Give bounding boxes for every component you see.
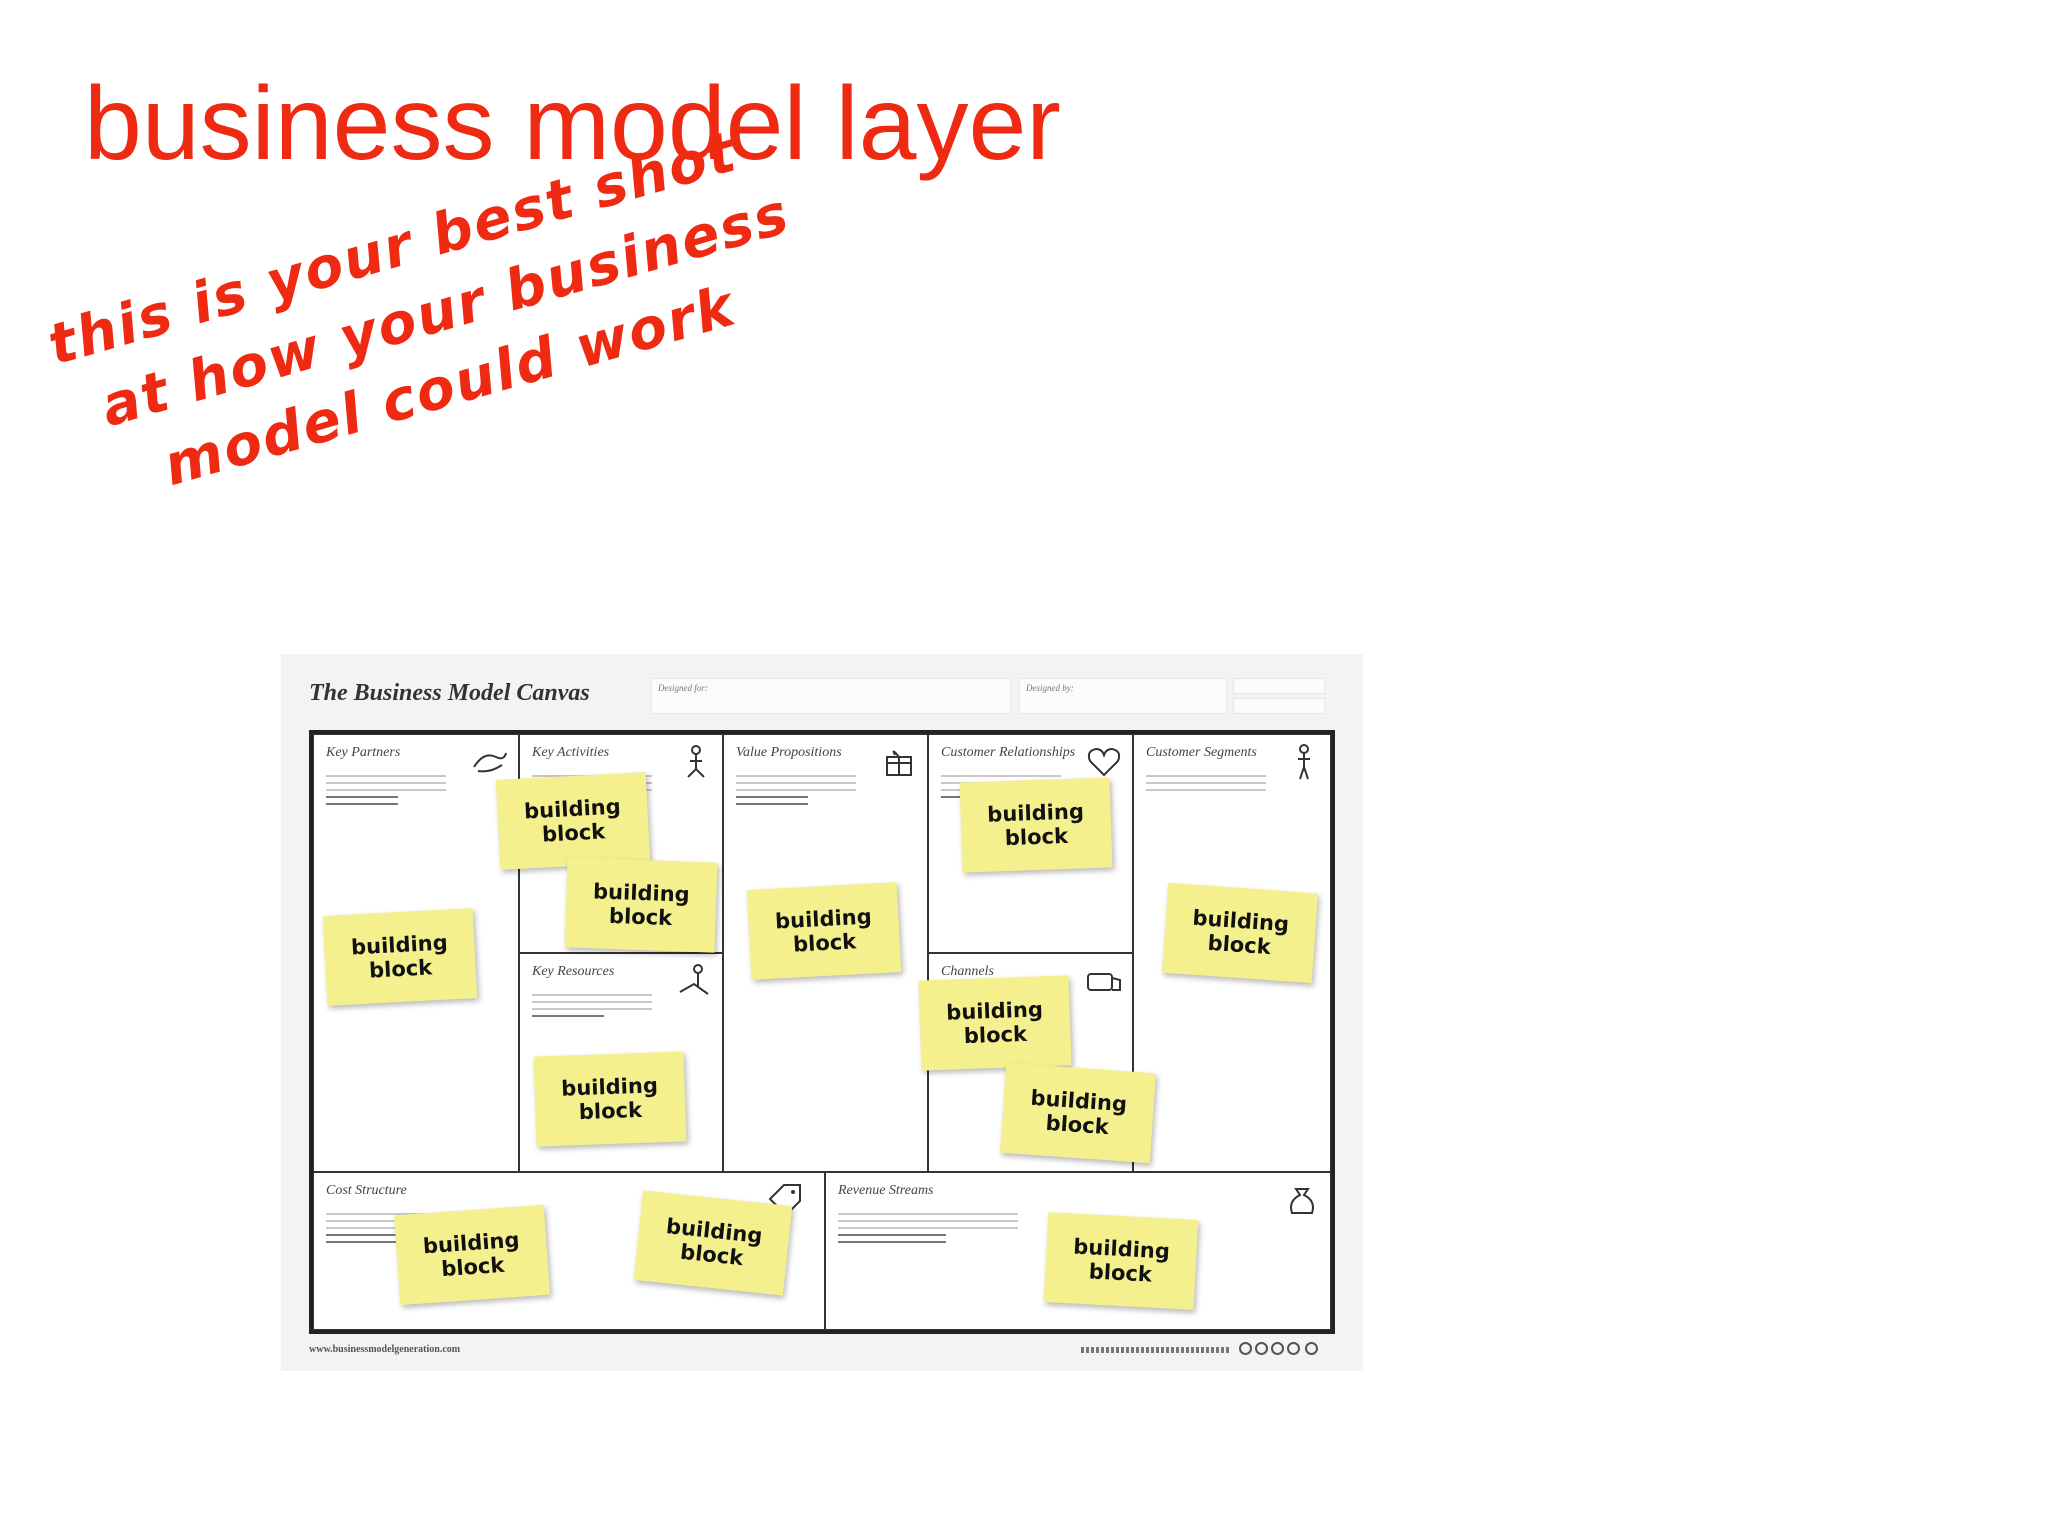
business-model-canvas-image: The Business Model Canvas Designed for: … [281,654,1363,1371]
key-partners-block: Key Partners [313,734,519,1172]
sticky-note: building block [918,975,1072,1071]
block-label: Value Propositions [736,745,842,760]
value-propositions-block: Value Propositions [723,734,928,1172]
designed-for-field: Designed for: [651,678,1011,714]
block-label: Cost Structure [326,1183,407,1198]
cost-structure-block: Cost Structure [313,1172,825,1330]
slide-title: business model layer [84,66,1061,182]
sticky-note: building block [1043,1212,1199,1310]
block-label: Customer Segments [1146,745,1257,760]
block-label: Revenue Streams [838,1183,934,1198]
factory-worker-icon [679,964,709,995]
sticky-note: building block [746,882,902,980]
gift-icon [886,750,912,776]
block-label: Customer Relationships [941,745,1076,760]
sticky-note: building block [322,908,478,1006]
sticky-note: building block [1000,1062,1156,1164]
cc-by-icon [1255,1342,1268,1355]
sticky-note: building block [394,1204,550,1306]
sticky-note: building block [633,1190,793,1296]
cc-license-icon [1239,1342,1252,1355]
license-text [1081,1347,1231,1353]
block-label: Key Activities [532,745,610,760]
block-label: Key Resources [532,964,615,979]
revenue-streams-block: Revenue Streams [825,1172,1331,1330]
sticky-note: building block [533,1051,687,1147]
person-icon [1298,744,1310,780]
sticky-note: building block [959,777,1113,873]
key-resources-block: Key Resources [519,953,723,1172]
canvas-title: The Business Model Canvas [309,680,590,706]
sticky-note: building block [495,772,651,870]
block-label: Key Partners [326,745,401,760]
cc-icon [1305,1342,1318,1355]
sticky-note: building block [564,857,718,953]
designed-by-field: Designed by: [1019,678,1227,714]
iteration-field [1233,698,1325,714]
money-bag-icon [1290,1188,1314,1214]
cc-nc-icon [1287,1342,1300,1355]
sticky-note: building block [1162,882,1318,984]
truck-icon [1087,973,1121,991]
customer-segments-block: Customer Segments [1133,734,1331,1172]
date-field [1233,678,1325,694]
worker-icon [687,745,705,778]
footer-url: www.businessmodelgeneration.com [309,1344,461,1355]
cc-sa-icon [1271,1342,1284,1355]
block-label: Channels [941,964,994,979]
handshake-icon [473,752,507,773]
heart-icon [1087,747,1121,777]
